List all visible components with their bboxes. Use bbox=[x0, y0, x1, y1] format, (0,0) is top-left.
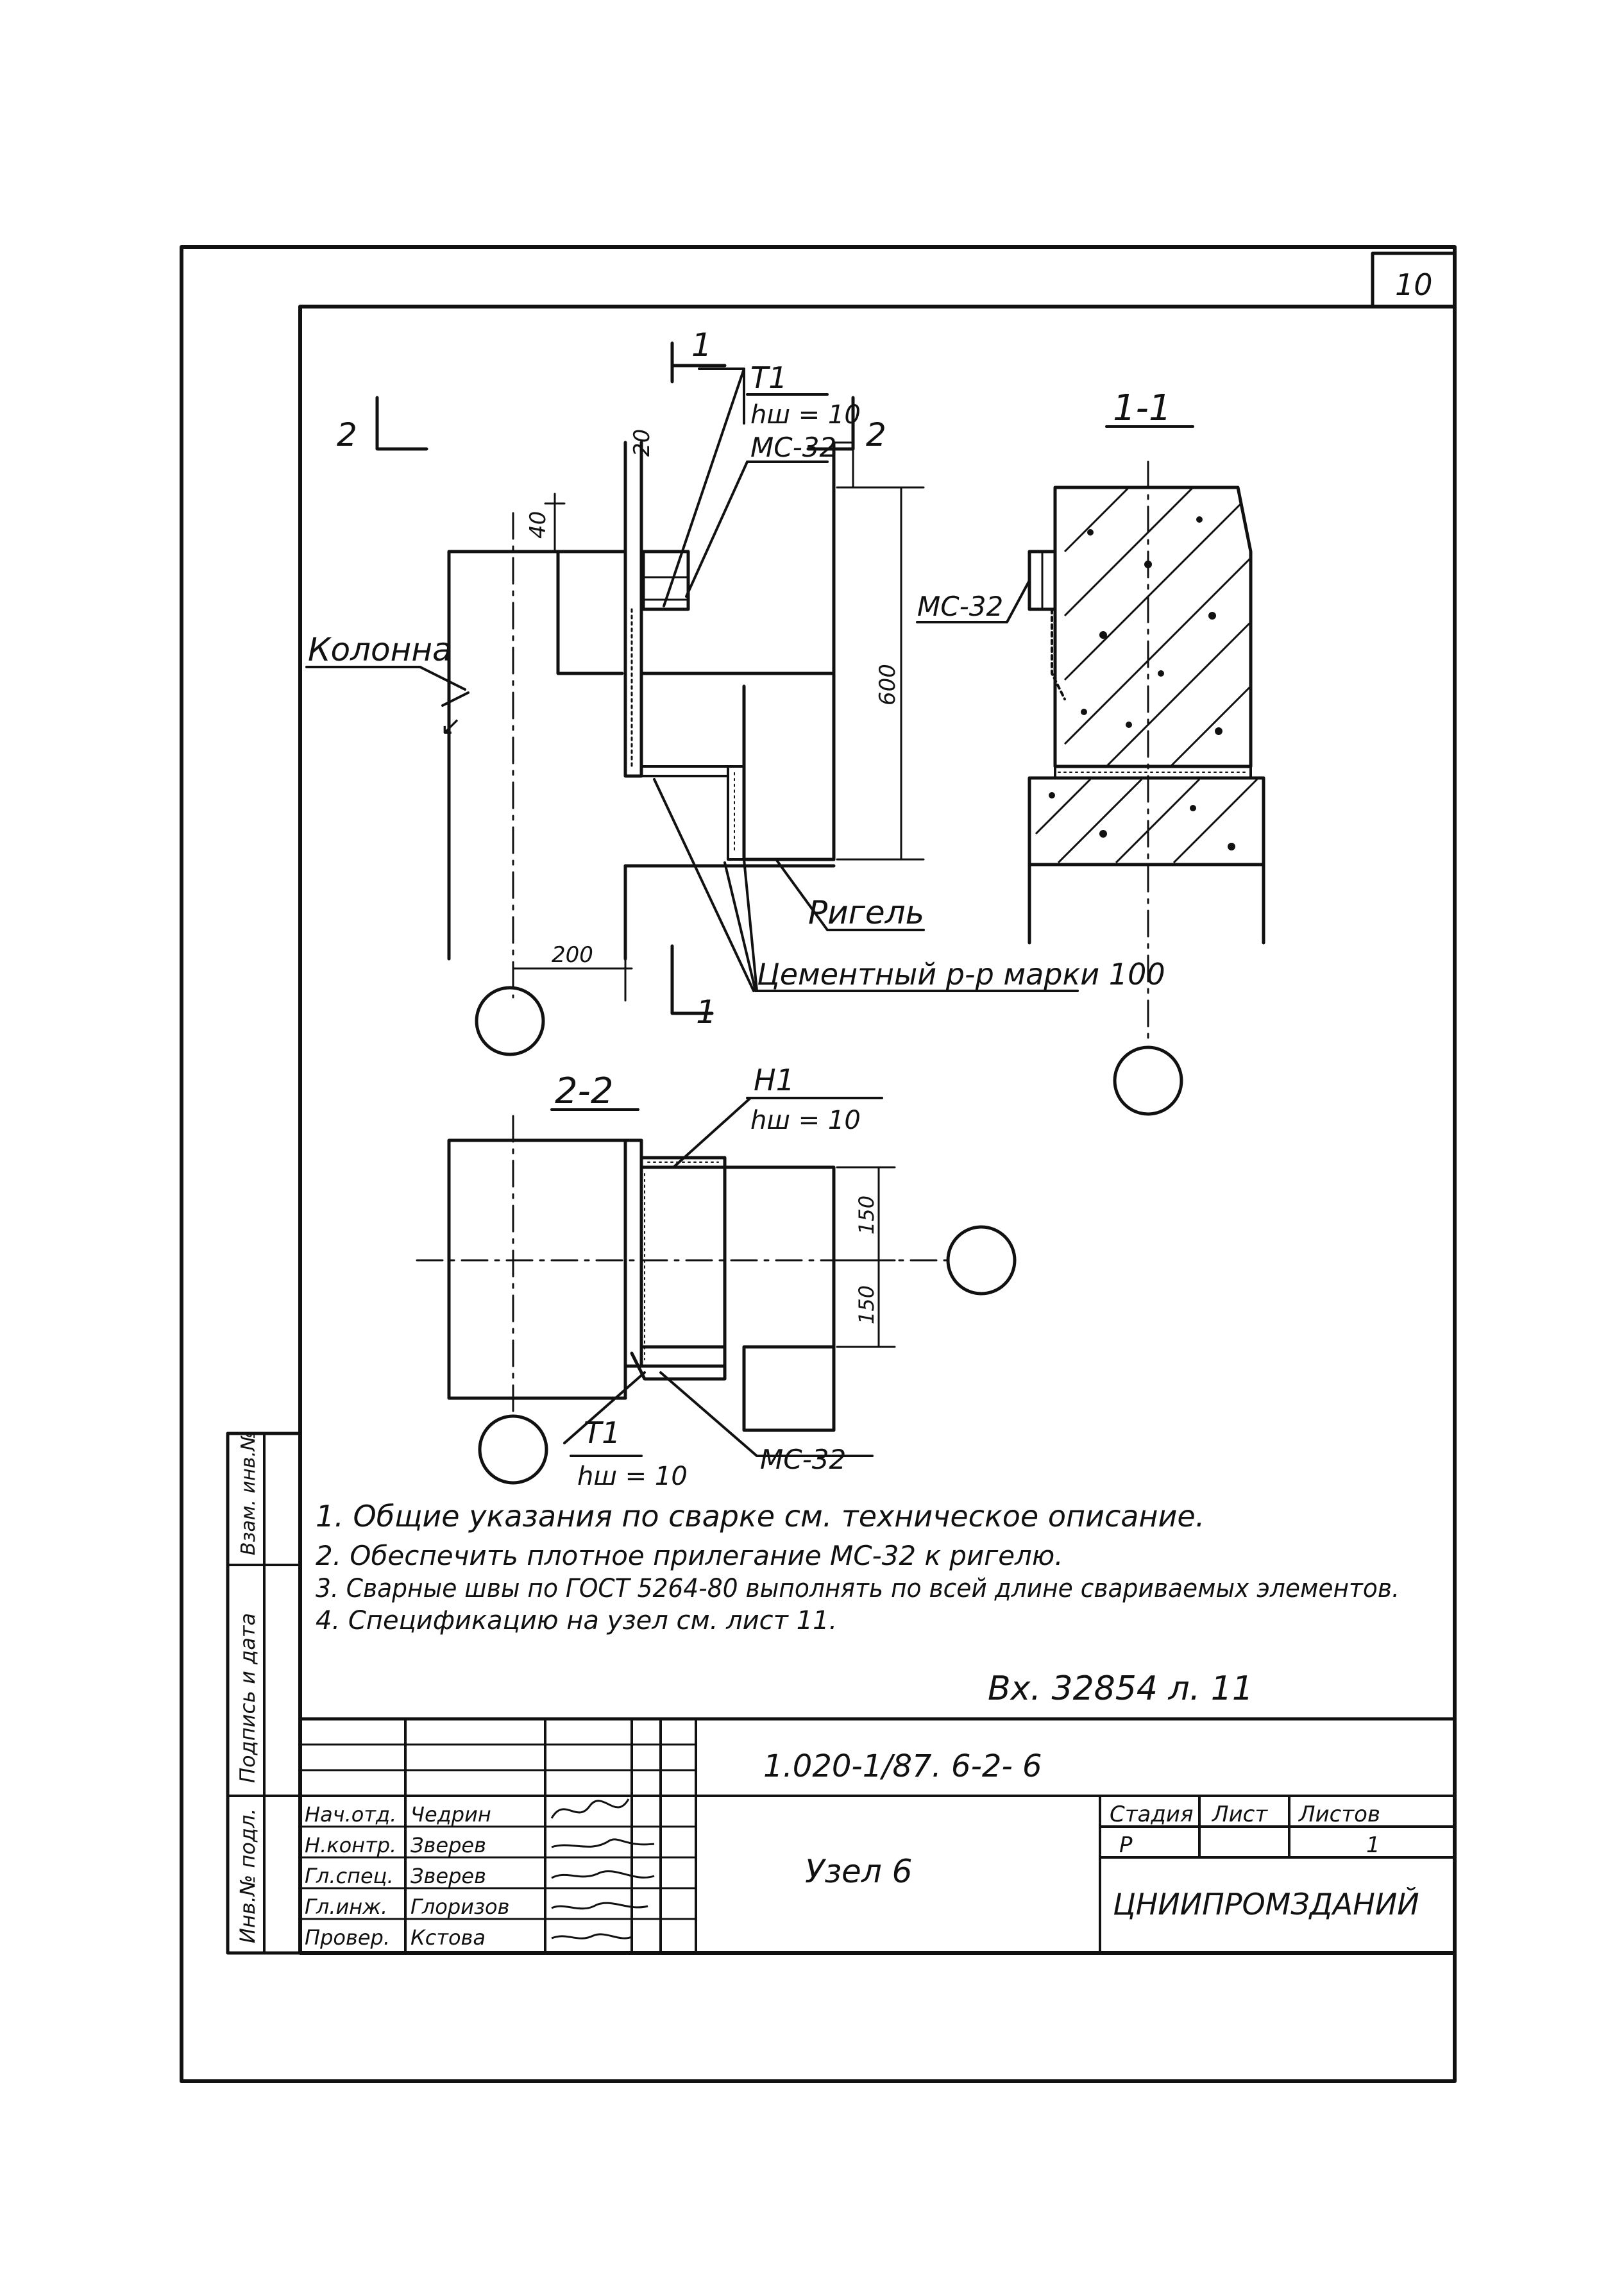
weld-t1-label-plan: Т1 bbox=[584, 1415, 620, 1450]
sheets-value: 1 bbox=[1366, 1832, 1380, 1858]
side-signature: Подпись и дата bbox=[235, 1613, 260, 1783]
plate-mc32-plan bbox=[630, 1351, 727, 1381]
weld-h1-label: Н1 bbox=[754, 1063, 795, 1097]
page-number-box bbox=[1371, 251, 1457, 308]
role-1: Нач.отд. bbox=[305, 1802, 396, 1827]
side-inv-no: Инв.№ подл. bbox=[235, 1808, 260, 1943]
name-5: Кстова bbox=[410, 1925, 486, 1950]
weld-leg-label-bottom: hш = 10 bbox=[577, 1462, 688, 1491]
role-3: Гл.спец. bbox=[305, 1864, 394, 1888]
archive-stamp: Вх. 32854 л. 11 bbox=[988, 1669, 1253, 1708]
dim-bottom: 200 bbox=[552, 942, 593, 968]
sheets-header: Листов bbox=[1298, 1802, 1380, 1827]
dim-150-b: 150 bbox=[854, 1285, 879, 1324]
section-2-title: 2-2 bbox=[555, 1070, 613, 1112]
name-1: Чедрин bbox=[410, 1802, 491, 1827]
document-code: 1.020-1/87. 6-2- 6 bbox=[763, 1748, 1042, 1784]
axis-bubble-main bbox=[475, 986, 545, 1056]
role-5: Провер. bbox=[305, 1925, 390, 1950]
svg-text:↙: ↙ bbox=[440, 711, 462, 741]
cut-2-label-left: 2 bbox=[337, 416, 357, 453]
plate-label-main: МС-32 bbox=[750, 432, 836, 463]
dim-150-a: 150 bbox=[854, 1196, 879, 1235]
role-2: Н.контр. bbox=[305, 1833, 396, 1857]
weld-leg-label-plan: hш = 10 bbox=[750, 1106, 861, 1135]
stage-header: Стадия bbox=[1110, 1802, 1193, 1827]
name-4: Глоризов bbox=[410, 1895, 509, 1919]
side-stamp: Инв.№ подл. Подпись и дата Взам. инв.№ bbox=[226, 1431, 302, 1955]
plate-label-section: МС-32 bbox=[917, 591, 1003, 622]
section-2-2: 2-2 Н1 hш = 10 150 150 Т1 hш = 10 МС-32 bbox=[416, 1063, 1017, 1491]
organization: ЦНИИПРОМЗДАНИЙ bbox=[1113, 1887, 1419, 1922]
side-replaced: Взам. инв.№ bbox=[237, 1431, 260, 1555]
notes-block: 1. Общие указания по сварке см. техничес… bbox=[316, 1499, 1400, 1635]
signature-scribbles bbox=[550, 1798, 655, 1939]
weld-leg-label-top: hш = 10 bbox=[750, 400, 861, 430]
main-elevation: 1 2 2 1 Т1 hш = 10 МС-32 20 Колонна ↙ 40 bbox=[305, 326, 1165, 1056]
cut-1-label-top: 1 bbox=[691, 326, 712, 364]
plate-mc32-main bbox=[641, 550, 690, 611]
dim-height: 600 bbox=[875, 664, 901, 706]
dim-top: 40 bbox=[525, 511, 551, 539]
role-4: Гл.инж. bbox=[305, 1895, 387, 1919]
name-2: Зверев bbox=[410, 1833, 486, 1857]
plate-label-plan: МС-32 bbox=[760, 1444, 846, 1475]
cut-1-label-bottom: 1 bbox=[696, 993, 716, 1031]
axis-bubble-section bbox=[1113, 1045, 1183, 1116]
axis-bubble-plan-right bbox=[946, 1225, 1017, 1296]
note-2: 2. Обеспечить плотное прилегание МС-32 к… bbox=[316, 1540, 1063, 1571]
title-block: 1.020-1/87. 6-2- 6 Узел 6 Стадия Лист Ли… bbox=[298, 1717, 1457, 1955]
drawing-title: Узел 6 bbox=[805, 1853, 912, 1890]
cut-2-label-right: 2 bbox=[866, 416, 886, 453]
axis-bubble-plan-bottom bbox=[478, 1414, 548, 1485]
mortar-label: Цементный р-р марки 100 bbox=[757, 957, 1165, 992]
name-3: Зверев bbox=[410, 1864, 486, 1888]
inner-frame bbox=[298, 305, 1457, 1955]
section-1-1: 1-1 bbox=[916, 387, 1265, 1116]
note-3: 3. Сварные швы по ГОСТ 5264-80 выполнять… bbox=[316, 1574, 1400, 1603]
note-4: 4. Спецификацию на узел см. лист 11. bbox=[316, 1606, 837, 1635]
column-label: Колонна bbox=[308, 631, 452, 668]
note-1: 1. Общие указания по сварке см. техничес… bbox=[316, 1499, 1205, 1534]
stage-value: Р bbox=[1119, 1832, 1133, 1858]
weld-t1-label: Т1 bbox=[750, 360, 787, 395]
sheet-header: Лист bbox=[1211, 1802, 1268, 1827]
section-1-title: 1-1 bbox=[1113, 387, 1171, 429]
page-number: 10 bbox=[1395, 267, 1433, 302]
beam-cross-section bbox=[1053, 486, 1253, 768]
column-cross-section bbox=[1028, 776, 1265, 866]
beam-label: Ригель bbox=[808, 894, 924, 931]
